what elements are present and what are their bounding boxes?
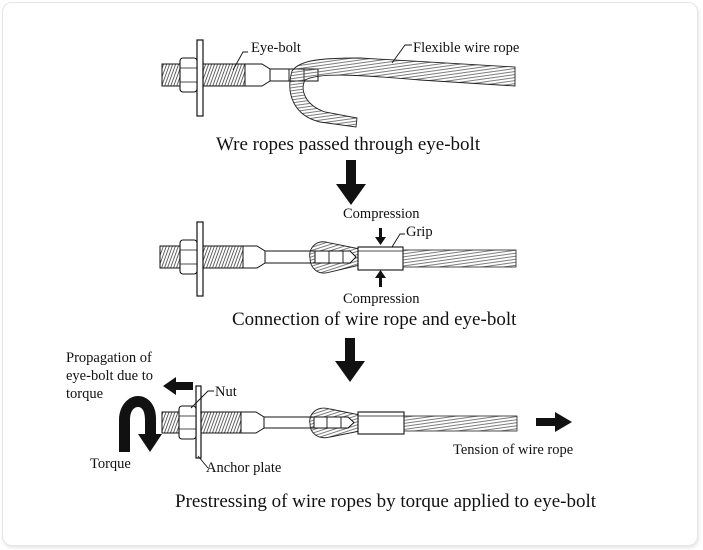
- step-1: Eye-bolt Flexible wire rope Wre ropes pa…: [161, 39, 519, 155]
- wire-rope-label: Flexible wire rope: [413, 40, 519, 56]
- anchor-plate-leader: [197, 455, 209, 469]
- tension-arrow-icon: [536, 412, 572, 432]
- wire-rope: [402, 249, 517, 268]
- nut: [178, 405, 197, 440]
- bolt-shank: [244, 63, 271, 87]
- grip-leader: [391, 233, 405, 248]
- bolt-shank: [242, 245, 266, 269]
- torque-arrow-icon: [119, 396, 162, 452]
- compression-arrow-up: [375, 270, 386, 287]
- compression-bottom-label: Compression: [343, 291, 420, 307]
- thread-left: [159, 245, 181, 269]
- thread-right: [202, 63, 246, 87]
- grip-label: Grip: [406, 224, 433, 240]
- anchor-plate: [196, 39, 204, 117]
- anchor-plate-label: Anchor plate: [206, 460, 281, 476]
- thread-left: [161, 411, 180, 434]
- rod: [264, 250, 316, 264]
- wire-rope-leader: [391, 44, 412, 64]
- compression-arrow-down: [375, 228, 386, 245]
- compression-top-label: Compression: [343, 206, 420, 222]
- process-arrow-1: [336, 160, 366, 205]
- rod: [263, 416, 315, 429]
- nut: [179, 239, 198, 275]
- anchor-plate: [195, 385, 202, 459]
- propagation-label-line3: torque: [66, 386, 103, 402]
- step-1-caption: Wre ropes passed through eye-bolt: [216, 134, 481, 155]
- eye-bolt-leader: [232, 51, 248, 71]
- grip: [357, 246, 404, 271]
- torque-label: Torque: [90, 456, 131, 472]
- propagation-label-line2: eye-bolt due to: [66, 368, 153, 384]
- wire-rope: [403, 415, 518, 432]
- anchor-plate: [196, 221, 204, 297]
- propagation-arrow-icon: [163, 377, 193, 395]
- eye-bolt-label: Eye-bolt: [251, 40, 301, 56]
- process-arrow-2: [335, 338, 365, 382]
- diagram-frame: [2, 2, 698, 546]
- grip: [357, 411, 405, 435]
- step-2-caption: Connection of wire rope and eye-bolt: [232, 309, 517, 330]
- step-3: Propagation of eye-bolt due to torque Nu…: [66, 350, 597, 512]
- propagation-label-line1: Propagation of: [66, 350, 152, 366]
- tension-label: Tension of wire rope: [453, 442, 573, 458]
- thread-right: [202, 245, 244, 269]
- wire-rope: [289, 57, 516, 128]
- step-3-caption: Prestressing of wire ropes by torque app…: [175, 491, 597, 512]
- nut-label: Nut: [215, 384, 237, 400]
- nut: [179, 57, 198, 93]
- bolt-shank: [240, 411, 265, 434]
- thread-left: [161, 63, 181, 87]
- step-2: Compression Grip Compression Connection …: [159, 206, 517, 330]
- nut-leader: [190, 390, 214, 409]
- thread-right: [200, 411, 242, 434]
